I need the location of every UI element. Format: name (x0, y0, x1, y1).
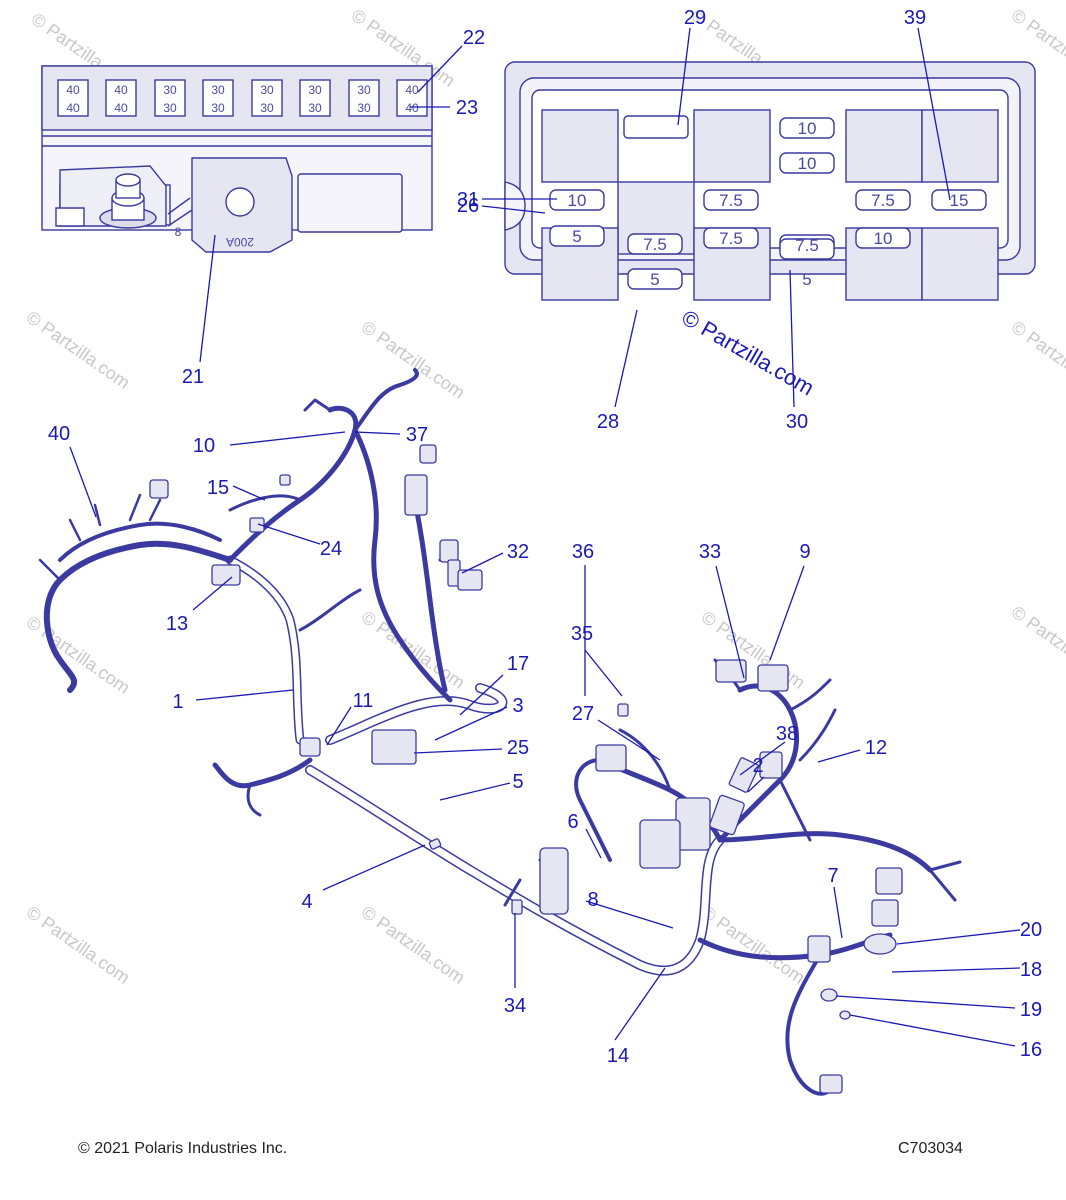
callout-33: 33 (699, 541, 721, 563)
diagram-code: C703034 (898, 1140, 963, 1157)
callout-19: 19 (1020, 999, 1042, 1021)
callout-labels: 22 23 21 29 39 31 26 28 30 40 10 37 15 2… (48, 7, 1042, 1067)
fuse-rating: 30 (211, 83, 225, 97)
fuse-rating: 40 (114, 83, 128, 97)
fuse-rating: 7.5 (719, 229, 743, 248)
fuse-rating: 30 (357, 83, 371, 97)
callout-17: 17 (507, 653, 529, 675)
callout-10: 10 (193, 435, 215, 457)
harness-components (149, 444, 903, 1094)
callout-9: 9 (799, 541, 810, 563)
callout-5: 5 (512, 771, 523, 793)
callout-26: 26 (457, 195, 479, 217)
callout-15: 15 (207, 477, 229, 499)
left-fuse-block (41, 65, 433, 253)
watermark: © Partzilla.com (23, 307, 134, 393)
callout-37: 37 (406, 424, 428, 446)
fuse-rating: 10 (874, 229, 893, 248)
callout-3: 3 (512, 695, 523, 717)
callout-40: 40 (48, 423, 70, 445)
callout-39: 39 (904, 7, 926, 29)
callout-22: 22 (463, 27, 485, 49)
callout-14: 14 (607, 1045, 629, 1067)
fuse-rating: 5 (572, 227, 581, 246)
main-fuse-text: 200A (226, 235, 254, 249)
callout-38: 38 (776, 723, 798, 745)
callout-4: 4 (301, 891, 312, 913)
callout-20: 20 (1020, 919, 1042, 941)
watermark: © Partzilla.com (1008, 602, 1066, 688)
callout-30: 30 (786, 411, 808, 433)
watermark: © Partzilla.com (23, 612, 134, 698)
watermark: © Partzilla.com (358, 317, 469, 403)
fuse-rating: 5 (802, 270, 811, 289)
fuse-rating: 5 (650, 270, 659, 289)
fuse-rating: 30 (211, 101, 225, 115)
callout-16: 16 (1020, 1039, 1042, 1061)
callout-6: 6 (567, 811, 578, 833)
callout-24: 24 (320, 538, 342, 560)
right-fuse-box (504, 61, 1036, 301)
callout-36: 36 (572, 541, 594, 563)
callout-35: 35 (571, 623, 593, 645)
callout-8: 8 (587, 889, 598, 911)
callout-32: 32 (507, 541, 529, 563)
fuse-rating: 7.5 (871, 191, 895, 210)
fuse-rating: 30 (357, 101, 371, 115)
copyright-text: © 2021 Polaris Industries Inc. (78, 1140, 288, 1157)
wiring-harness (38, 368, 962, 1096)
fuse-rating: 7.5 (643, 235, 667, 254)
left-fuse-labels: 40 40 30 30 30 30 30 40 40 40 30 30 30 3… (66, 83, 419, 249)
callout-18: 18 (1020, 959, 1042, 981)
fuse-rating: 30 (308, 101, 322, 115)
watermark: © Partzilla.com (23, 902, 134, 988)
callout-11: 11 (353, 690, 374, 712)
fuse-rating: 30 (163, 83, 177, 97)
watermark: © Partzilla.com (358, 902, 469, 988)
callout-12: 12 (865, 737, 887, 759)
fuse-rating: 30 (308, 83, 322, 97)
callout-2: 2 (752, 755, 763, 777)
fuse-rating: 40 (66, 101, 80, 115)
callout-28: 28 (597, 411, 619, 433)
callout-23: 23 (456, 97, 478, 119)
fuse-rating: 30 (163, 101, 177, 115)
callout-1: 1 (172, 691, 183, 713)
callout-21: 21 (182, 366, 204, 388)
watermark: © Partzilla.com (358, 607, 469, 693)
callout-27: 27 (572, 703, 594, 725)
fuse-rating: 30 (260, 83, 274, 97)
leader-lines (69, 27, 1021, 1047)
fuse-rating: 10 (798, 119, 817, 138)
watermark: © Partzilla.com (1008, 317, 1066, 403)
fuse-rating: 7.5 (719, 191, 743, 210)
callout-25: 25 (507, 737, 529, 759)
fuse-rating: 40 (114, 101, 128, 115)
fuse-rating: 10 (798, 154, 817, 173)
watermark: © Partzilla.com (698, 607, 809, 693)
fuse-rating: 40 (405, 101, 419, 115)
fuse-rating: 10 (568, 191, 587, 210)
fuse-rating: 15 (950, 191, 969, 210)
callout-7: 7 (827, 865, 838, 887)
side-mark: 8 (175, 225, 182, 239)
fuse-rating: 30 (260, 101, 274, 115)
fuse-rating: 7.5 (795, 236, 819, 255)
fuse-rating: 40 (66, 83, 80, 97)
callout-34: 34 (504, 995, 526, 1017)
callout-29: 29 (684, 7, 706, 29)
fuse-rating: 40 (405, 83, 419, 97)
callout-31: 31 (457, 189, 479, 211)
fuse-box-watermark: © Partzilla.com (678, 305, 819, 401)
callout-13: 13 (166, 613, 188, 635)
